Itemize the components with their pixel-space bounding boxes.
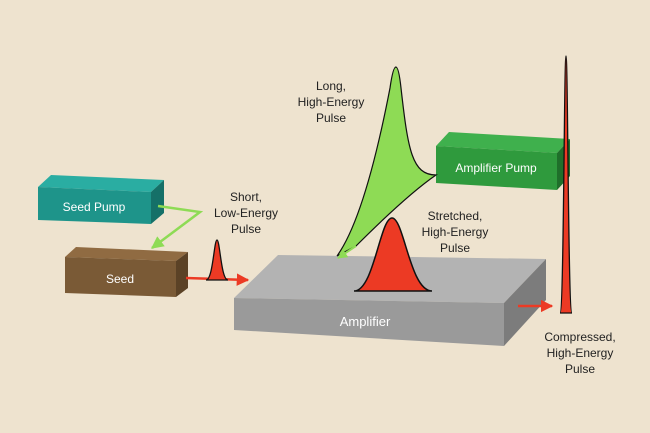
amplifier-front-face — [234, 298, 504, 346]
stretched-high-energy-pulse — [353, 217, 433, 292]
short-low-energy-line-3: Pulse — [231, 222, 261, 236]
seed-label: Seed — [106, 272, 134, 286]
seed-pump-beam-arrow — [151, 204, 204, 249]
seed-pump-label: Seed Pump — [63, 200, 126, 214]
compressed-high-energy-line-3: Pulse — [565, 362, 595, 376]
amplifier-pump-block: Amplifier Pump — [436, 132, 570, 190]
seed-pump-block: Seed Pump — [38, 175, 164, 224]
seed-pump-front-face — [38, 187, 151, 224]
long-high-energy-line-3: Pulse — [316, 111, 346, 125]
stretched-high-energy-line-3: Pulse — [440, 241, 470, 255]
compressed-high-energy-label: Compressed, High-Energy Pulse — [544, 330, 615, 376]
short-low-energy-line-2: Low-Energy — [214, 206, 278, 220]
seed-block: Seed — [65, 247, 188, 297]
compressed-high-energy-line-1: Compressed, — [544, 330, 615, 344]
seed-pump-top-face — [38, 175, 164, 192]
short-low-energy-line-1: Short, — [230, 190, 262, 204]
amplifier-side-face — [504, 259, 546, 346]
pump-beam-arrow — [337, 245, 357, 259]
compressed-high-energy-pulse — [559, 55, 573, 314]
stretched-high-energy-line-2: High-Energy — [422, 225, 489, 239]
compressed-high-energy-line-2: High-Energy — [547, 346, 614, 360]
seed-top-face — [65, 247, 188, 261]
amplifier-label: Amplifier — [340, 314, 391, 329]
seed-pump-side-face — [151, 180, 164, 224]
amplifier-pump-top-face — [436, 132, 570, 153]
long-high-energy-label: Long, High-Energy Pulse — [298, 79, 365, 125]
stretched-high-energy-line-1: Stretched, — [428, 209, 483, 223]
stretched-high-energy-label: Stretched, High-Energy Pulse — [422, 209, 489, 255]
seed-side-face — [176, 252, 188, 297]
long-high-energy-line-2: High-Energy — [298, 95, 365, 109]
amplifier-pump-label: Amplifier Pump — [455, 161, 537, 175]
amplifier-pump-front-face — [436, 146, 557, 190]
seed-front-face — [65, 257, 176, 297]
long-high-energy-pulse — [336, 66, 438, 257]
short-low-energy-label: Short, Low-Energy Pulse — [214, 190, 278, 236]
short-low-energy-pulse — [205, 239, 229, 281]
long-high-energy-line-1: Long, — [316, 79, 346, 93]
